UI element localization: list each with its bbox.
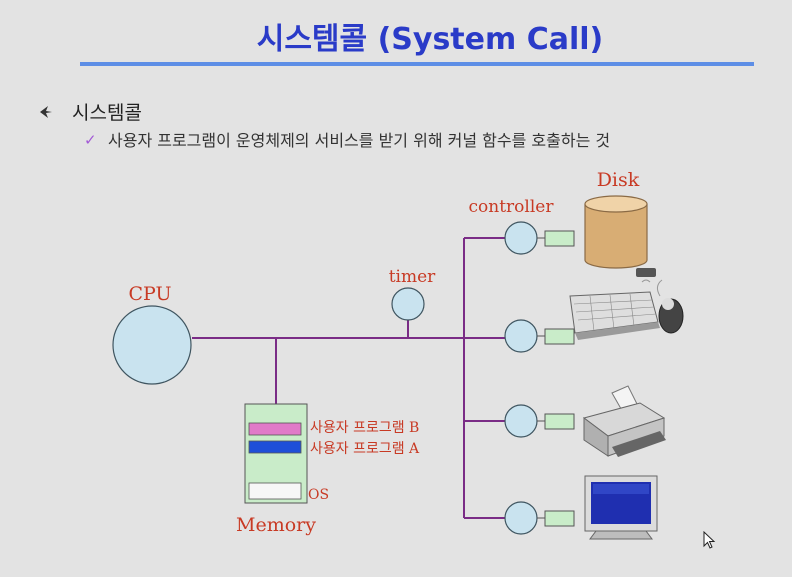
arrow-bullet-icon	[40, 106, 52, 118]
mouse-icon	[656, 279, 684, 334]
controller-row-3	[504, 404, 575, 438]
disk-cylinder-icon	[584, 195, 648, 269]
bullet-text: 시스템콜	[72, 102, 142, 124]
memory-slot-os-label: OS	[308, 487, 329, 503]
title-underline	[80, 62, 754, 66]
bus-lines	[192, 237, 505, 519]
memory-slot-b-label: 사용자 프로그램 B	[310, 420, 419, 436]
memory-slot-os	[248, 482, 302, 500]
memory-block	[244, 403, 308, 504]
monitor-icon	[584, 475, 658, 540]
memory-slot-b	[248, 422, 302, 436]
memory-slot-a	[248, 440, 302, 454]
controller-label: controller	[469, 197, 555, 217]
timer-label: timer	[389, 267, 436, 287]
checkmark-icon: ✓	[84, 131, 97, 149]
cpu-circle	[112, 305, 192, 385]
printer-icon	[582, 385, 666, 457]
controller-row-2	[504, 319, 575, 353]
keyboard-icon	[569, 268, 660, 340]
disk-label: Disk	[597, 169, 640, 191]
slide-title: 시스템콜 (System Call)	[256, 22, 604, 57]
memory-label: Memory	[236, 514, 316, 536]
controller-row-1	[504, 221, 575, 255]
mouse-cursor-icon	[703, 531, 716, 549]
sub-bullet-text: 사용자 프로그램이 운영체제의 서비스를 받기 위해 커널 함수를 호출하는 것	[108, 131, 611, 150]
timer-circle	[391, 287, 425, 321]
memory-slot-a-label: 사용자 프로그램 A	[310, 441, 420, 457]
controller-row-4	[504, 501, 575, 535]
cpu-label: CPU	[128, 283, 171, 305]
